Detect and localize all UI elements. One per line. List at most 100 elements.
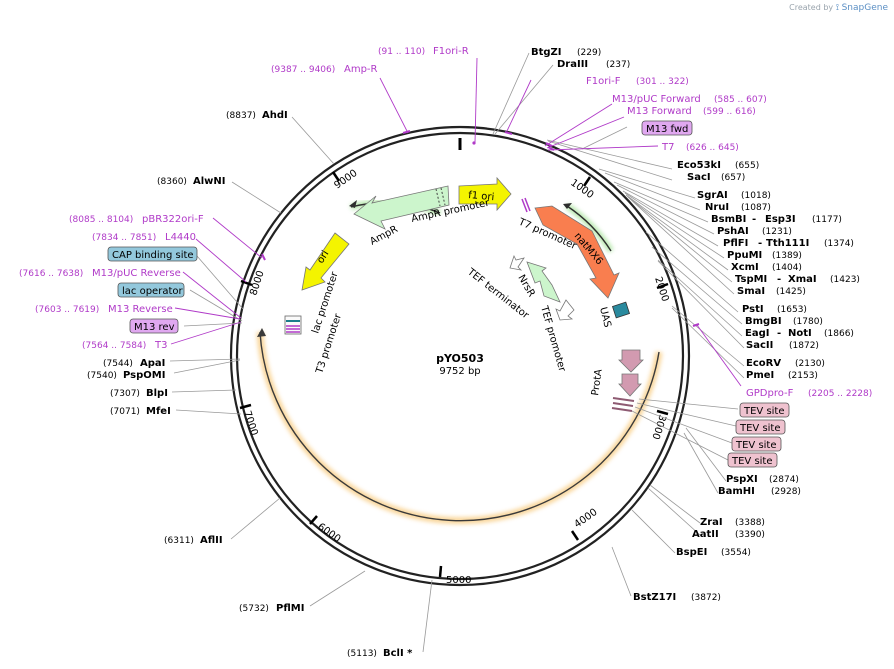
enzyme-labels: BtgZI (229) DraIII (237) Eco53kI (655) S… — [87, 47, 860, 659]
box-lac-operator: lac operator — [117, 282, 185, 298]
box-tev-site-3: TEV site — [731, 436, 782, 452]
primer-m13-reverse: M13 Reverse — [108, 304, 173, 315]
enzyme-eco53ki: Eco53kI — [677, 160, 721, 171]
enzyme-tspmi: TspMI — [735, 274, 767, 285]
backbone — [229, 125, 691, 587]
svg-text:(3872): (3872) — [691, 593, 721, 603]
svg-text:(91 .. 110): (91 .. 110) — [378, 47, 425, 57]
svg-text:(7544): (7544) — [103, 359, 133, 369]
svg-text:6000: 6000 — [315, 521, 342, 545]
svg-text:(8360): (8360) — [157, 177, 187, 187]
svg-text:TEV site: TEV site — [735, 440, 777, 451]
svg-text:(1177): (1177) — [812, 215, 842, 225]
enzyme-apai: ApaI — [140, 358, 165, 369]
svg-text:(9387 .. 9406): (9387 .. 9406) — [271, 65, 335, 75]
svg-text:-: - — [777, 328, 781, 339]
svg-text:(7071): (7071) — [110, 407, 140, 417]
svg-text:(7616 .. 7638): (7616 .. 7638) — [19, 269, 83, 279]
enzyme-ecorv: EcoRV — [746, 358, 781, 369]
svg-text:ProtA: ProtA — [590, 368, 605, 396]
svg-text:(1404): (1404) — [772, 263, 802, 273]
enzyme-btgzi: BtgZI — [531, 47, 562, 58]
primer-labels: (91 .. 110) F1ori-R (9387 .. 9406) Amp-R… — [19, 46, 872, 399]
svg-text:UAS: UAS — [597, 306, 613, 329]
svg-text:(1872): (1872) — [789, 341, 819, 351]
primer-t7: T7 — [661, 142, 674, 153]
feature-tef-promoter: TEF promoter — [538, 299, 575, 374]
boxed-labels: M13 fwd M13 rev CAP binding site lac ope… — [107, 120, 790, 468]
svg-text:M13 rev: M13 rev — [134, 322, 175, 333]
svg-text:TEV site: TEV site — [743, 406, 785, 417]
snapgene-logo-icon: ⟟ — [835, 3, 840, 13]
svg-text:(1231): (1231) — [762, 227, 792, 237]
svg-text:(237): (237) — [606, 60, 630, 70]
svg-text:(1087): (1087) — [741, 203, 771, 213]
svg-text:3000: 3000 — [649, 413, 667, 441]
tick-5000: 5000 — [438, 565, 471, 586]
svg-text:(599 .. 616): (599 .. 616) — [703, 107, 756, 117]
plasmid-name: pYO503 — [436, 352, 484, 365]
primer-lines — [170, 57, 742, 387]
svg-text:(7603 .. 7619): (7603 .. 7619) — [35, 305, 99, 315]
enzyme-bstz17i: BstZ17I — [633, 592, 676, 603]
enzyme-blpi: BlpI — [146, 388, 168, 399]
enzyme-saci: SacI — [687, 172, 711, 183]
feature-nrsr: NrsR — [515, 261, 561, 303]
enzyme-zrai: ZraI — [700, 517, 723, 528]
svg-text:lac operator: lac operator — [122, 286, 183, 297]
enzyme-esp3i: Esp3I — [765, 214, 796, 225]
primer-l4440: L4440 — [165, 232, 196, 243]
primer-m13puc-forward: M13/pUC Forward — [612, 94, 701, 105]
enzyme-mfei: MfeI — [146, 406, 171, 417]
enzyme-noti: NotI — [788, 328, 812, 339]
box-tev-site-1: TEV site — [739, 402, 790, 418]
svg-text:(1425): (1425) — [776, 287, 806, 297]
enzyme-xmai: XmaI — [788, 274, 817, 285]
svg-text:(301 .. 322): (301 .. 322) — [636, 77, 689, 87]
feature-uas: UAS — [597, 301, 631, 329]
primer-gpdpro-f: GPDpro-F — [746, 388, 794, 399]
box-tev-site-2: TEV site — [735, 419, 786, 435]
svg-text:(7834 .. 7851): (7834 .. 7851) — [92, 233, 156, 243]
svg-text:(5113): (5113) — [347, 649, 377, 659]
svg-text:(2205 .. 2228): (2205 .. 2228) — [808, 389, 872, 399]
enzyme-smai: SmaI — [737, 286, 765, 297]
svg-text:(655): (655) — [735, 161, 759, 171]
svg-text:(2928): (2928) — [771, 487, 801, 497]
box-m13-fwd: M13 fwd — [641, 120, 693, 136]
svg-text:(8085 .. 8104): (8085 .. 8104) — [69, 215, 133, 225]
enzyme-tth111i: Tth111I — [766, 238, 809, 249]
feature-tef-terminator: TEF terminator — [464, 254, 531, 322]
enzyme-pspxi: PspXI — [726, 474, 758, 485]
enzyme-ahdi: AhdI — [262, 110, 288, 121]
primer-amp-r: Amp-R — [344, 64, 378, 75]
svg-text:(7564 .. 7584): (7564 .. 7584) — [82, 341, 146, 351]
svg-text:TEV site: TEV site — [731, 456, 773, 467]
enzyme-nrui: NruI — [705, 202, 729, 213]
svg-text:(1653): (1653) — [777, 305, 807, 315]
primer-pbr322ori-f: pBR322ori-F — [142, 214, 204, 225]
enzyme-sgrai: SgrAI — [697, 190, 728, 201]
box-tev-site-4: TEV site — [727, 452, 778, 468]
svg-text:(1018): (1018) — [741, 191, 771, 201]
feature-prota: ProtA — [590, 349, 644, 412]
primer-f1ori-r: F1ori-R — [433, 46, 469, 57]
svg-text:(3388): (3388) — [735, 518, 765, 528]
tick-2000: 2000 — [652, 276, 670, 304]
svg-text:(5732): (5732) — [239, 604, 269, 614]
leader-lines — [169, 52, 745, 653]
enzyme-draiii: DraIII — [557, 59, 588, 70]
primer-marks — [261, 130, 700, 327]
svg-text:8000: 8000 — [248, 269, 266, 297]
credit-prefix: Created by — [789, 3, 834, 12]
svg-text:(1423): (1423) — [830, 275, 860, 285]
enzyme-bspei: BspEI — [676, 547, 707, 558]
svg-text:(2130): (2130) — [795, 359, 825, 369]
svg-text:(3390): (3390) — [735, 530, 765, 540]
tick-4000: 4000 — [570, 507, 600, 541]
svg-text:4000: 4000 — [572, 507, 599, 531]
primer-m13-forward: M13 Forward — [627, 106, 692, 117]
primer-m13puc-reverse: M13/pUC Reverse — [92, 268, 181, 279]
svg-text:(3554): (3554) — [721, 548, 751, 558]
